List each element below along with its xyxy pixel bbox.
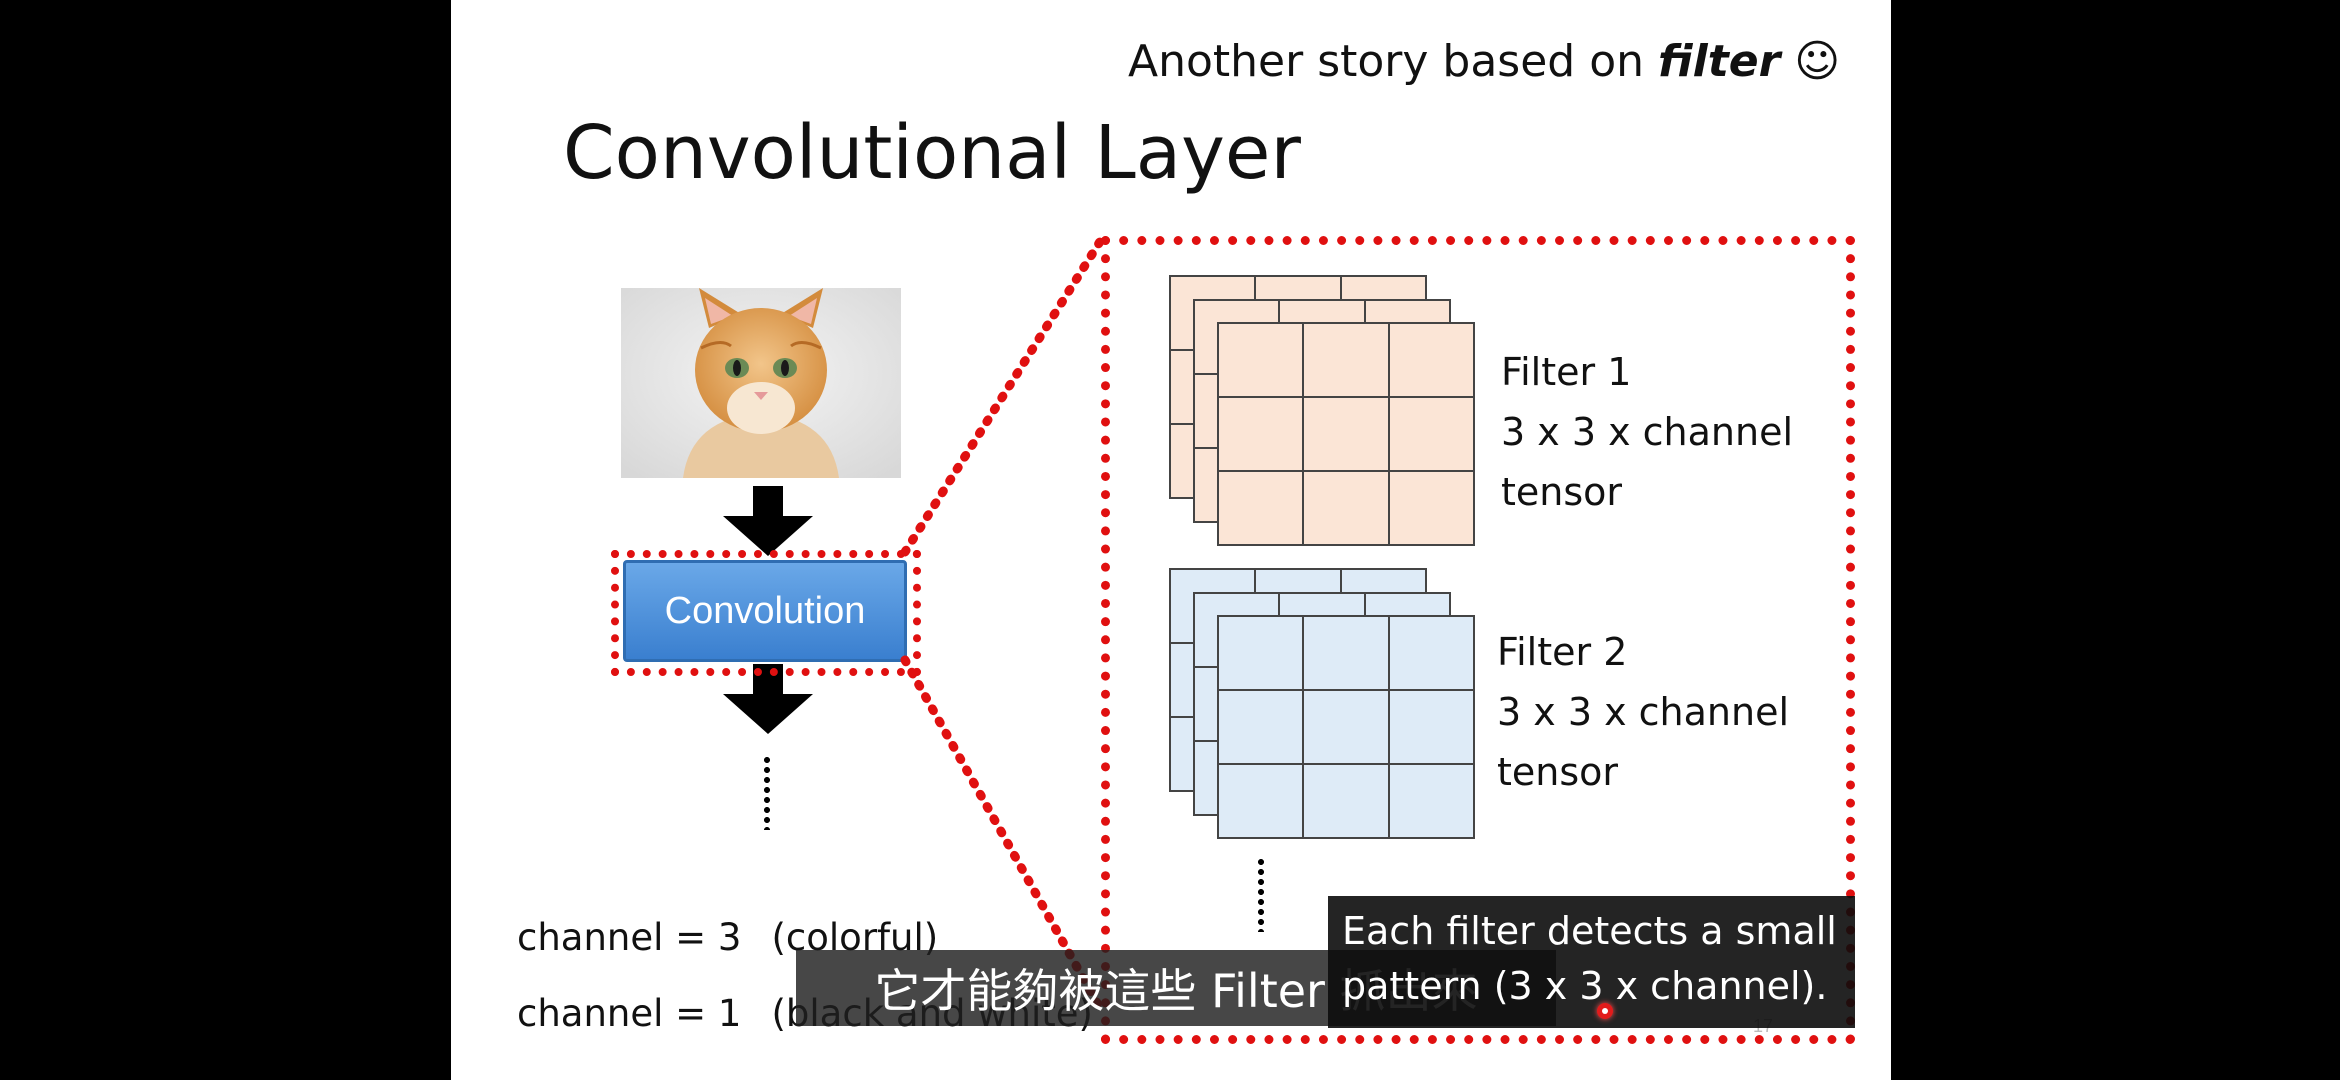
story-emphasis: filter: [1658, 36, 1781, 87]
filter-2-layer: [1217, 615, 1475, 839]
down-arrow-icon: [723, 664, 813, 734]
filter-1-name: Filter 1: [1501, 350, 1632, 394]
filter-2-shape: 3 x 3 x channel: [1497, 690, 1790, 734]
smiley-icon: ☺: [1794, 36, 1841, 87]
story-prefix: Another story based on: [1128, 36, 1658, 87]
filter-2-name: Filter 2: [1497, 630, 1628, 674]
convolution-highlight: [611, 550, 921, 676]
filter-1-shape: 3 x 3 x channel: [1501, 410, 1794, 454]
vertical-ellipsis-icon: [763, 755, 771, 830]
filter-1-kind: tensor: [1501, 470, 1623, 514]
convolution-block: Convolution: [623, 560, 907, 662]
channel-row: channel = 3(colorful): [517, 916, 938, 959]
story-caption: Another story based on filter ☺: [1128, 36, 1840, 87]
slide-title: Convolutional Layer: [563, 110, 1301, 196]
filter-tooltip: Each filter detects a small pattern (3 x…: [1328, 896, 1855, 1028]
filter-1-layer: [1217, 322, 1475, 546]
filter-2-label: Filter 2 3 x 3 x channel tensor: [1497, 622, 1789, 802]
tooltip-line-1: Each filter detects a small: [1342, 909, 1837, 953]
vertical-ellipsis-icon: [1257, 857, 1265, 932]
filter-2-kind: tensor: [1497, 750, 1619, 794]
laser-pointer-icon: [1597, 1003, 1613, 1019]
filter-1-label: Filter 1 3 x 3 x channel tensor: [1501, 342, 1793, 522]
cat-image: [621, 288, 901, 478]
channel-label: channel = 3: [517, 916, 742, 959]
channel-label: channel = 1: [517, 992, 742, 1035]
tooltip-line-2: pattern (3 x 3 x channel).: [1342, 964, 1828, 1008]
filter-panel: [1101, 236, 1855, 1044]
down-arrow-icon: [723, 486, 813, 556]
